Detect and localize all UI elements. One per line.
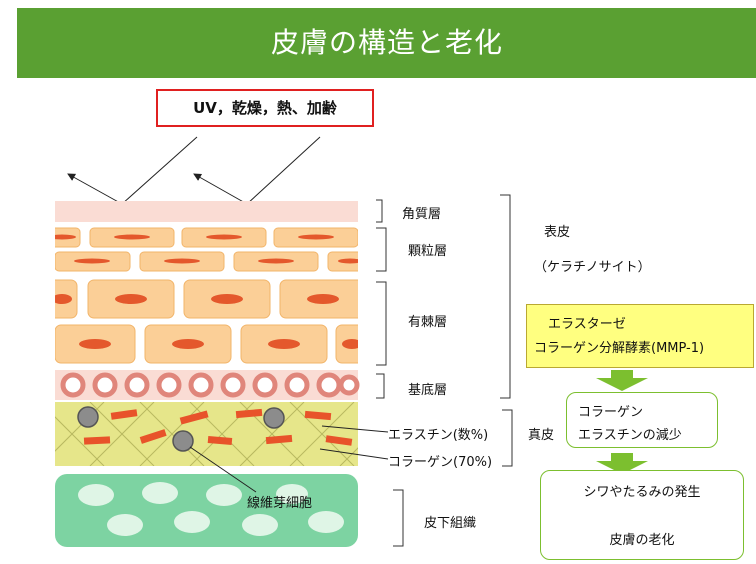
page-title: 皮膚の構造と老化: [270, 26, 503, 59]
label-keratinocyte: （ケラチノサイト）: [534, 260, 651, 275]
title-bar: [17, 8, 756, 78]
label-epidermis: 表皮: [544, 225, 571, 240]
decrease-elastin: エラスチンの減少: [578, 428, 682, 443]
granular-layer: [55, 227, 358, 272]
aging-box: [540, 470, 744, 560]
wrinkle-text: シワやたるみの発生: [583, 485, 701, 500]
stratum-corneum-layer: [55, 201, 358, 222]
dermis-pointers: [189, 425, 389, 493]
label-granular-layer: 顆粒層: [408, 244, 448, 259]
decrease-collagen: コラーゲン: [578, 405, 644, 420]
basal-layer: [55, 370, 360, 400]
subcutaneous-layer: [55, 474, 358, 547]
label-stratum-corneum: 角質層: [402, 207, 442, 222]
label-elastin: エラスチン(数%): [388, 428, 489, 443]
spinous-layer: [55, 279, 358, 364]
label-subcutaneous: 皮下組織: [424, 516, 477, 531]
label-fibroblast: 線維芽細胞: [247, 496, 313, 511]
label-spinous-layer: 有棘層: [408, 315, 448, 330]
label-dermis: 真皮: [528, 428, 555, 443]
dermis-layer: [55, 402, 358, 466]
enzyme-box: [526, 304, 754, 368]
enzyme-mmp1: コラーゲン分解酵素(MMP-1): [534, 341, 705, 356]
decrease-box: [566, 392, 718, 448]
label-basal-layer: 基底層: [408, 383, 448, 398]
aging-text: 皮膚の老化: [609, 533, 675, 548]
cause-box: UV，乾燥，熱、加齢: [156, 89, 374, 127]
cause-arrows: [67, 136, 321, 205]
enzyme-elastase: エラスターゼ: [548, 317, 626, 332]
layer-brackets: [376, 194, 513, 547]
label-collagen: コラーゲン(70%): [388, 455, 493, 470]
